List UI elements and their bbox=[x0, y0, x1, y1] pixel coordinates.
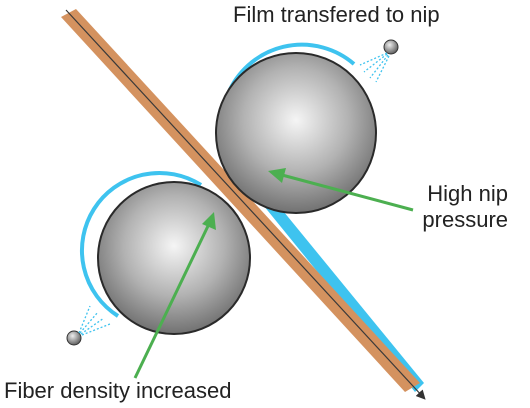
high-nip-label-line1: High nip bbox=[427, 181, 508, 206]
fiber-density-label: Fiber density increased bbox=[4, 378, 232, 403]
spray-nozzle-icon bbox=[66, 305, 111, 346]
high-nip-pressure-label: High nip pressure bbox=[422, 181, 508, 234]
sheet-direction-line bbox=[65, 9, 426, 400]
upper-roll bbox=[215, 52, 377, 214]
high-nip-label-line2: pressure bbox=[422, 207, 508, 233]
lower-roll-film bbox=[79, 170, 203, 318]
fiber-density-pointer-arrow bbox=[133, 212, 216, 379]
lower-roll bbox=[97, 181, 251, 335]
spray-nozzle-icon bbox=[359, 39, 399, 83]
sheet-film-band bbox=[225, 151, 424, 392]
high-nip-pointer-arrow bbox=[268, 168, 414, 212]
film-transfer-label: Film transfered to nip bbox=[233, 2, 440, 27]
